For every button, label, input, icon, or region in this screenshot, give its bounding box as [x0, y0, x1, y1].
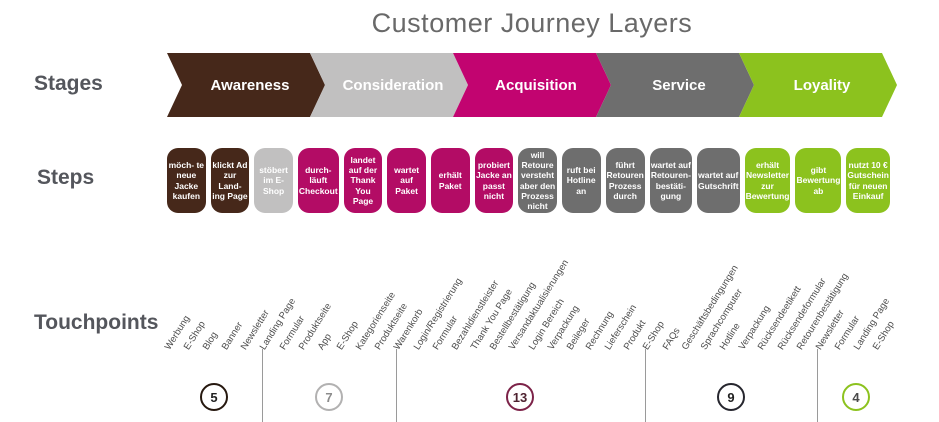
step-box: probiert Jacke an passt nicht — [474, 148, 514, 213]
touchpoint-item: Formular — [833, 314, 862, 373]
touchpoint-item: Rechnung — [584, 309, 616, 373]
touchpoint-item: Geschäftsbedingungen — [679, 263, 740, 373]
stage-label: Service — [652, 76, 706, 94]
touchpoint-item: Rücksendeformular — [775, 276, 828, 373]
touchpoint-label: App — [315, 331, 334, 352]
touchpoint-item: Formular — [430, 314, 459, 373]
stage-label: Consideration — [342, 76, 444, 94]
touchpoint-item: Thank You Page — [469, 287, 515, 373]
step-box: durch- läuft Checkout — [297, 148, 339, 213]
touchpoint-item: E-Shop — [641, 319, 667, 373]
touchpoint-item: Bezahldienstleister — [450, 279, 502, 373]
touchpoint-item: Sprachcomputer — [699, 287, 745, 373]
touchpoint-item: Lieferschein — [603, 303, 639, 373]
touchpoint-item: Kategorienseite — [354, 290, 398, 373]
touchpoint-count-badge: 5 — [200, 383, 228, 411]
step-label: gibt Bewertung ab — [796, 165, 841, 196]
step-label: möch- te neue Jacke kaufen — [168, 160, 205, 201]
touchpoint-item: FAQs — [660, 326, 683, 373]
stage-arrow-consideration: Consideration — [310, 53, 468, 117]
touchpoint-item: Produktseite — [373, 301, 410, 373]
touchpoint-count-badge: 7 — [315, 383, 343, 411]
touchpoint-item: Verpackung — [737, 304, 773, 373]
step-box: will Retoure versteht aber den Prozess n… — [518, 148, 557, 213]
step-label: landet auf der Thank You Page — [348, 155, 378, 206]
step-label: ruft bei Hotline an — [566, 165, 596, 196]
step-label: nutzt 10 € Gutschein für neuen Einkauf — [847, 160, 889, 201]
step-label: stöbert im E-Shop — [259, 165, 288, 196]
stage-arrow-loyality: Loyality — [739, 53, 897, 117]
touchpoint-item: Retourenbestätigung — [794, 271, 850, 373]
touchpoint-item: Produktseite — [296, 301, 333, 373]
step-label: wartet auf Retouren- bestäti- gung — [650, 160, 691, 201]
page-title: Customer Journey Layers — [371, 8, 693, 38]
touchpoint-item: Blog — [201, 330, 223, 373]
touchpoint-item: Versandaktualisierungen — [507, 258, 571, 373]
touchpoint-item: E-Shop — [871, 319, 897, 373]
step-label: erhält Paket — [438, 170, 462, 191]
touchpoint-item: Werbung — [162, 314, 192, 373]
touchpoint-count-badge: 4 — [842, 383, 870, 411]
touchpoint-item: Beileger — [565, 317, 593, 373]
step-box: gibt Bewertung ab — [795, 148, 842, 213]
touchpoint-item: Newsletter — [239, 308, 272, 373]
stage-arrow-awareness: Awareness — [167, 53, 325, 117]
stage-label: Acquisition — [495, 76, 577, 94]
stage-arrow-service: Service — [596, 53, 754, 117]
touchpoint-item: E-Shop — [181, 319, 207, 373]
step-box: erhält Paket — [430, 148, 470, 213]
touchpoint-item: Landing Page — [258, 296, 298, 373]
touchpoint-item: Produkt — [622, 318, 649, 373]
step-label: erhält Newsletter zur Bewertung — [745, 160, 790, 201]
step-box: möch- te neue Jacke kaufen — [167, 148, 206, 213]
step-label: führt Retouren Prozess durch — [606, 160, 644, 201]
touchpoint-count-badge: 9 — [717, 383, 745, 411]
touchpoint-item: E-Shop — [335, 319, 361, 373]
step-box: landet auf der Thank You Page — [343, 148, 383, 213]
touchpoint-item: App — [315, 332, 338, 373]
stages-row: Awareness Consideration Acquisition Service… — [167, 53, 927, 117]
touchpoint-item: Newsletter — [814, 308, 847, 373]
step-label: will Retoure versteht aber den Prozess n… — [519, 150, 556, 211]
group-divider — [817, 349, 818, 422]
group-divider — [645, 349, 646, 422]
touchpoint-item: Formular — [277, 314, 306, 373]
touchpoint-item: Landing Page — [852, 296, 892, 373]
step-box: stöbert im E-Shop — [254, 148, 293, 213]
step-box: klickt Ad zur Land- ing Page — [210, 148, 250, 213]
steps-row-label: Steps — [37, 166, 95, 189]
step-box: wartet auf Retouren- bestäti- gung — [649, 148, 692, 213]
step-label: klickt Ad zur Land- ing Page — [212, 160, 248, 201]
touchpoint-item: Bestellbestätigung — [488, 280, 538, 373]
step-label: wartet auf Paket — [394, 165, 420, 196]
step-box: nutzt 10 € Gutschein für neuen Einkauf — [846, 148, 890, 213]
step-box: wartet auf Gutschrift — [696, 148, 740, 213]
step-label: wartet auf Gutschrift — [697, 170, 739, 191]
step-box: erhält Newsletter zur Bewertung — [744, 148, 791, 213]
touchpoint-item: Login/Registrierung — [411, 276, 464, 373]
step-box: ruft bei Hotline an — [561, 148, 601, 213]
group-divider — [262, 349, 263, 422]
touchpoint-item: Hotline — [718, 321, 743, 373]
touchpoint-item: Banner — [220, 320, 246, 373]
touchpoints-row-label: Touchpoints — [34, 311, 159, 334]
stage-label: Awareness — [210, 76, 290, 94]
step-label: durch- läuft Checkout — [298, 165, 338, 196]
group-divider — [396, 349, 397, 422]
step-box: führt Retouren Prozess durch — [605, 148, 645, 213]
touchpoint-item: Login Bereich — [526, 297, 566, 373]
touchpoint-label: Blog — [200, 330, 220, 352]
touchpoint-item: Rücksendeetikett — [756, 284, 804, 373]
touchpoint-count-badge: 13 — [506, 383, 534, 411]
touchpoint-item: Verpackung — [545, 304, 581, 373]
step-label: probiert Jacke an passt nicht — [475, 160, 512, 201]
stages-row-label: Stages — [34, 72, 103, 95]
step-box: wartet auf Paket — [387, 148, 426, 213]
stage-label: Loyality — [793, 76, 851, 94]
touchpoint-item: Warenkorb — [392, 307, 426, 373]
stage-arrow-acquisition: Acquisition — [453, 53, 611, 117]
